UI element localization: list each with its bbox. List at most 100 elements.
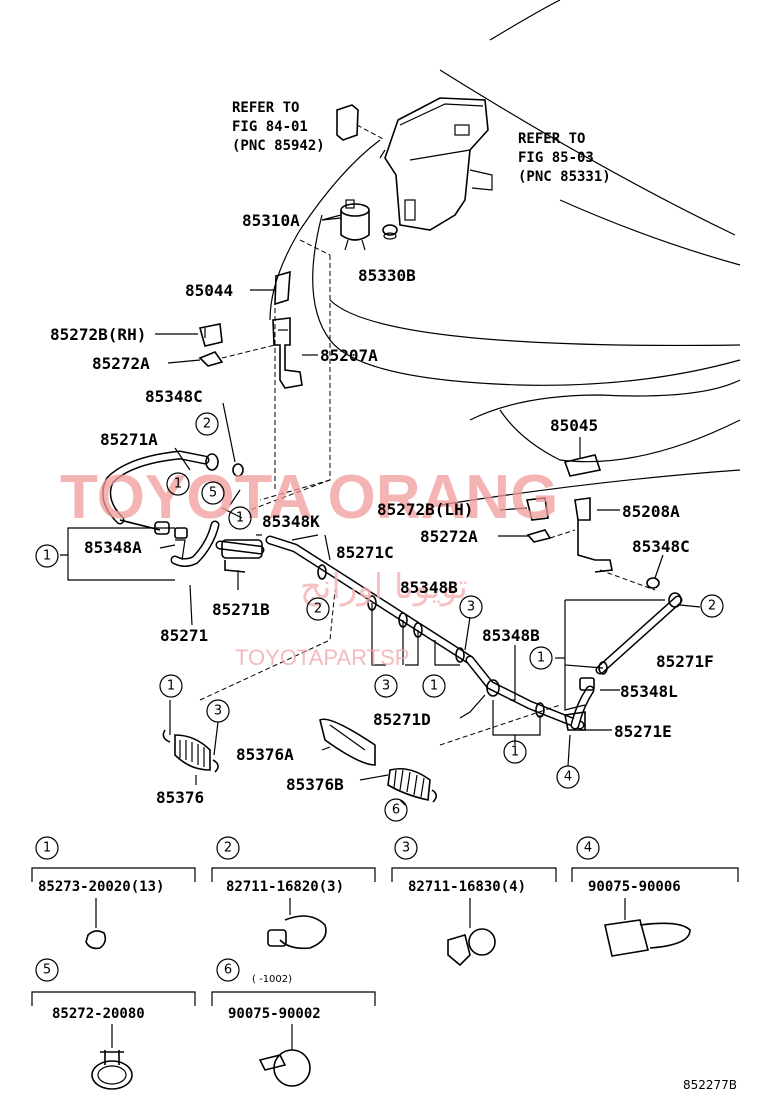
svg-text:2: 2: [224, 841, 232, 856]
refer1-line1: REFER TO: [232, 100, 299, 116]
label-85045: 85045: [550, 416, 598, 435]
svg-text:1: 1: [43, 549, 51, 564]
label-85272A-2: 85272A: [420, 527, 478, 546]
callout-1-f: 1: [159, 674, 183, 698]
svg-text:1: 1: [511, 745, 519, 760]
label-85348C-1: 85348C: [145, 387, 203, 406]
watermark-arabic: تويوتا اورانج: [300, 567, 468, 607]
washer-tank: [379, 97, 493, 231]
legend-part-2: 82711-16820(3): [226, 879, 344, 895]
hose-85271: [170, 520, 220, 567]
legend-item-2: 2 82711-16820(3): [211, 836, 376, 950]
legend-item-5: 5 85272-20080: [31, 958, 196, 1090]
label-85272B-LH: 85272B(LH): [377, 500, 473, 519]
label-85348L: 85348L: [620, 682, 678, 701]
svg-text:1: 1: [174, 477, 182, 492]
refer2-line2: FIG 85-03: [518, 150, 594, 166]
legend-note-6: ( -1002): [252, 974, 292, 985]
label-85272B-RH: 85272B(RH): [50, 325, 146, 344]
label-85330B: 85330B: [358, 266, 416, 285]
refer2-line1: REFER TO: [518, 131, 585, 147]
svg-text:3: 3: [382, 679, 390, 694]
callout-3-a: 3: [459, 595, 483, 619]
svg-text:2: 2: [203, 417, 211, 432]
legend-item-1: 1 85273-20020(13): [31, 836, 196, 950]
legend-part-6: 90075-90002: [228, 1006, 321, 1022]
label-85376B: 85376B: [286, 775, 344, 794]
legend-item-3: 3 82711-16830(4): [391, 836, 557, 967]
callouts: 2 1 5 1 1 2 3 2 1 3 1 1 3 1 4 6: [35, 412, 724, 822]
grommet: [382, 224, 398, 240]
leader-lines: [60, 214, 701, 806]
clip-85942: [336, 104, 386, 141]
callout-4: 4: [556, 765, 580, 789]
label-85271: 85271: [160, 626, 208, 645]
hose-85271B: [215, 539, 265, 573]
svg-text:6: 6: [392, 803, 400, 818]
svg-text:1: 1: [43, 841, 51, 856]
label-85376: 85376: [156, 788, 204, 807]
label-85044: 85044: [185, 281, 233, 300]
label-85271F: 85271F: [656, 652, 714, 671]
svg-text:1: 1: [167, 679, 175, 694]
callout-5: 5: [201, 481, 225, 505]
label-85271D: 85271D: [373, 710, 431, 729]
svg-text:4: 4: [584, 841, 592, 856]
callout-2-b: 2: [306, 597, 330, 621]
callout-3-b: 3: [374, 674, 398, 698]
legend-part-5: 85272-20080: [52, 1006, 145, 1022]
pad-85045: [563, 437, 602, 477]
label-85376A: 85376A: [236, 745, 294, 764]
hose-85271D: [465, 655, 585, 730]
hose-85271F: [595, 592, 683, 675]
label-85271A: 85271A: [100, 430, 158, 449]
callout-3-c: 3: [206, 699, 230, 723]
refer2-line3: (PNC 85331): [518, 169, 611, 185]
callout-6: 6: [384, 798, 408, 822]
legend-part-4: 90075-90006: [588, 879, 681, 895]
washer-pump: [321, 199, 370, 251]
callout-2-a: 2: [195, 412, 219, 436]
figure-code: 852277B: [683, 1078, 737, 1092]
label-85348A: 85348A: [84, 538, 142, 557]
label-85348K: 85348K: [262, 512, 320, 531]
legend: 1 85273-20020(13) 2 82711-16820(3) 3 827…: [31, 836, 739, 1090]
label-85207A: 85207A: [320, 346, 378, 365]
label-85271B: 85271B: [212, 600, 270, 619]
svg-text:3: 3: [467, 600, 475, 615]
refer1-line2: FIG 84-01: [232, 119, 308, 135]
label-85271C: 85271C: [336, 543, 394, 562]
callout-1-g: 1: [503, 740, 527, 764]
svg-text:5: 5: [209, 486, 217, 501]
legend-part-3: 82711-16830(4): [408, 879, 526, 895]
svg-text:2: 2: [314, 602, 322, 617]
nozzle-85208A: [526, 497, 656, 591]
pad-85044: [250, 270, 291, 306]
legend-item-4: 4 90075-90006: [571, 836, 739, 957]
car-body-outline: [269, 0, 741, 506]
legend-part-1: 85273-20020(13): [38, 879, 164, 895]
watermark-small: TOYOTAPARTSP: [235, 645, 409, 670]
part-labels: REFER TO FIG 84-01 (PNC 85942) REFER TO …: [50, 100, 714, 807]
svg-text:1: 1: [236, 511, 244, 526]
label-85348B-1: 85348B: [400, 578, 458, 597]
bellows-85376A: [319, 718, 376, 766]
label-85348C-2: 85348C: [632, 537, 690, 556]
clip-85272B-RH: [155, 323, 223, 347]
svg-text:5: 5: [43, 963, 51, 978]
watermark-main: TOYOTA ORANG: [60, 463, 558, 532]
label-85310A: 85310A: [242, 211, 300, 230]
refer1-line3: (PNC 85942): [232, 138, 325, 154]
bellows-85376: [162, 729, 219, 773]
callout-2-c: 2: [700, 594, 724, 618]
svg-text:2: 2: [708, 599, 716, 614]
nozzle-85207A: [272, 317, 303, 389]
clamp-85348C: [205, 453, 244, 477]
callout-1-c: 1: [35, 544, 59, 568]
clamp-85348C-2: [646, 577, 660, 589]
svg-text:6: 6: [224, 963, 232, 978]
bellows-85376B: [387, 767, 438, 803]
label-85271E: 85271E: [614, 722, 672, 741]
